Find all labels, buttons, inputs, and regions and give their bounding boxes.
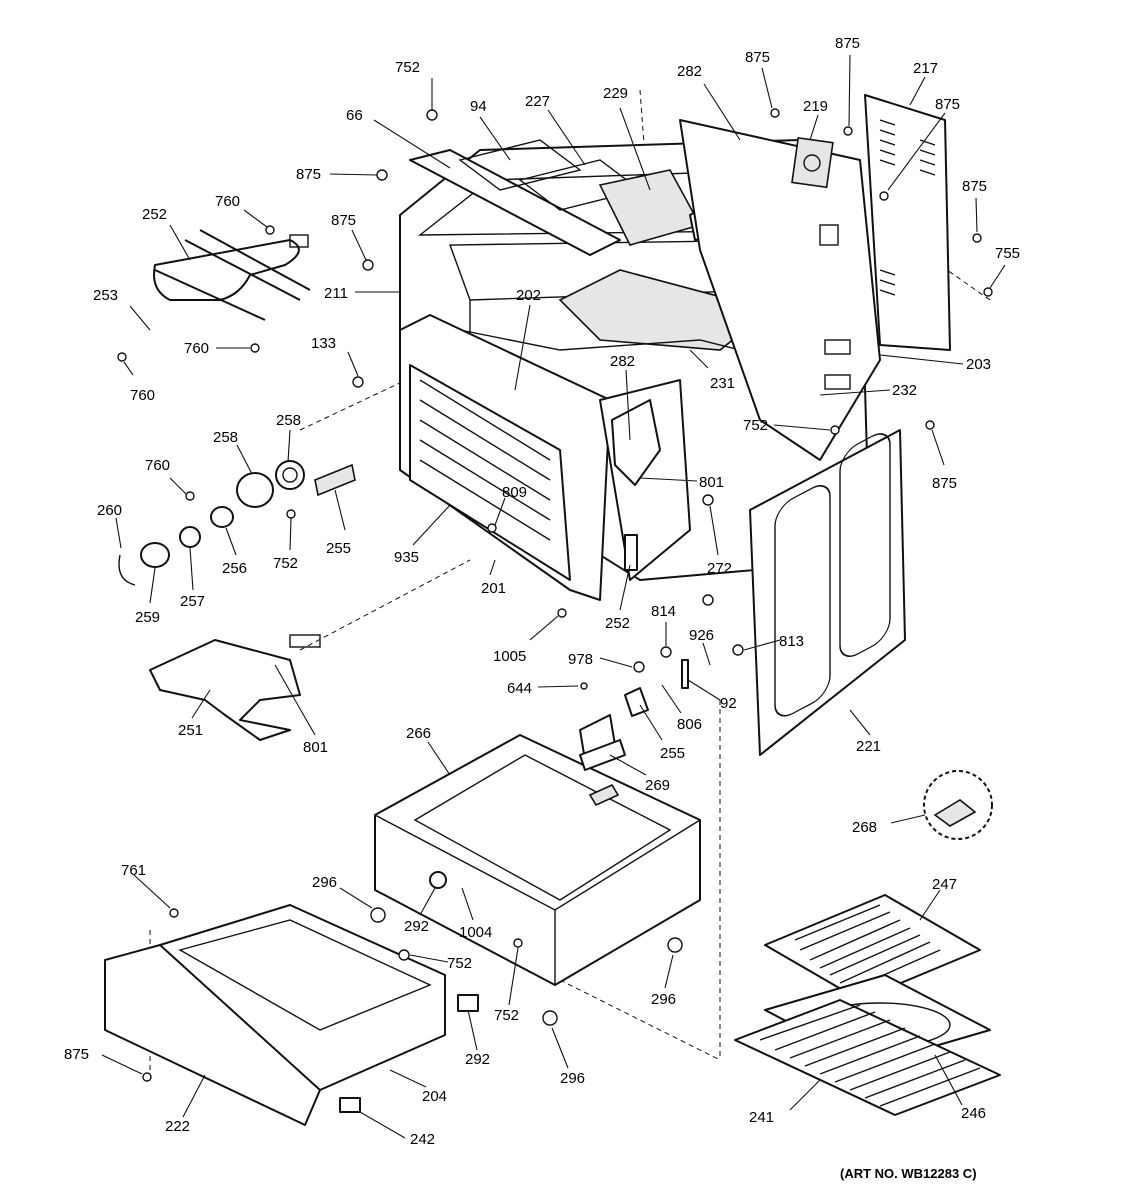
callout-801: 801 [303, 739, 328, 756]
callout-260: 260 [97, 502, 122, 519]
callout-296: 296 [651, 991, 676, 1008]
callout-760: 760 [130, 387, 155, 404]
callout-232: 232 [892, 382, 917, 399]
callout-256: 256 [222, 560, 247, 577]
callout-272: 272 [707, 560, 732, 577]
callout-252: 252 [605, 615, 630, 632]
back-panel [679, 119, 881, 461]
callout-227: 227 [525, 93, 550, 110]
callout-292: 292 [404, 918, 429, 935]
callout-752: 752 [494, 1007, 519, 1024]
callout-229: 229 [603, 85, 628, 102]
callout-813: 813 [779, 633, 804, 650]
callout-255: 255 [660, 745, 685, 762]
callout-292: 292 [465, 1051, 490, 1068]
callout-221: 221 [856, 738, 881, 755]
callout-202: 202 [516, 287, 541, 304]
callout-258: 258 [213, 429, 238, 446]
callout-247: 247 [932, 876, 957, 893]
callout-231: 231 [710, 375, 735, 392]
callout-259: 259 [135, 609, 160, 626]
callout-875: 875 [962, 178, 987, 195]
lamp-assembly [118, 460, 356, 586]
callout-241: 241 [749, 1109, 774, 1126]
oven-rack [734, 999, 1001, 1116]
callout-875: 875 [745, 49, 770, 66]
callout-761: 761 [121, 862, 146, 879]
callout-255: 255 [326, 540, 351, 557]
callout-251: 251 [178, 722, 203, 739]
callout-253: 253 [93, 287, 118, 304]
callout-252: 252 [142, 206, 167, 223]
callout-926: 926 [689, 627, 714, 644]
bake-element [149, 634, 321, 741]
callout-204: 204 [422, 1088, 447, 1105]
callout-266: 266 [406, 725, 431, 742]
small-parts [339, 399, 993, 1113]
callout-809: 809 [502, 484, 527, 501]
callout-760: 760 [184, 340, 209, 357]
callout-211: 211 [324, 285, 348, 302]
callout-217: 217 [913, 60, 938, 77]
callout-268: 268 [852, 819, 877, 836]
callout-875: 875 [932, 475, 957, 492]
rear-cover-panel [864, 94, 951, 351]
callout-219: 219 [803, 98, 828, 115]
callout-644: 644 [507, 680, 532, 697]
callout-92: 92 [720, 695, 737, 712]
leader-lines [101, 54, 1006, 1139]
callout-258: 258 [276, 412, 301, 429]
broil-element [153, 229, 311, 321]
callout-814: 814 [651, 603, 676, 620]
callout-1005: 1005 [493, 648, 526, 665]
callout-875: 875 [296, 166, 321, 183]
art-number: (ART NO. WB12283 C) [840, 1166, 977, 1181]
callout-760: 760 [215, 193, 240, 210]
callout-752: 752 [395, 59, 420, 76]
callout-801: 801 [699, 474, 724, 491]
callout-752: 752 [273, 555, 298, 572]
callout-201: 201 [481, 580, 506, 597]
callout-752: 752 [743, 417, 768, 434]
callout-222: 222 [165, 1118, 190, 1135]
callout-752: 752 [447, 955, 472, 972]
callout-282: 282 [610, 353, 635, 370]
callout-1004: 1004 [459, 924, 492, 941]
callout-94: 94 [470, 98, 487, 115]
callout-257: 257 [180, 593, 205, 610]
callout-269: 269 [645, 777, 670, 794]
callout-203: 203 [966, 356, 991, 373]
fastener-screws [117, 108, 993, 1082]
drawer-support-frame [374, 734, 701, 986]
callout-296: 296 [312, 874, 337, 891]
callout-806: 806 [677, 716, 702, 733]
callout-760: 760 [145, 457, 170, 474]
callout-133: 133 [311, 335, 336, 352]
callout-282: 282 [677, 63, 702, 80]
callout-978: 978 [568, 651, 593, 668]
oven-door [749, 429, 906, 756]
callout-875: 875 [331, 212, 356, 229]
callout-labels: 752 875 875 217 282 229 227 94 66 219 87… [64, 35, 1020, 1148]
callout-296: 296 [560, 1070, 585, 1087]
storage-drawer [104, 904, 446, 1126]
callout-755: 755 [995, 245, 1020, 262]
callout-246: 246 [961, 1105, 986, 1122]
callout-875: 875 [64, 1046, 89, 1063]
callout-875: 875 [835, 35, 860, 52]
callout-935: 935 [394, 549, 419, 566]
callout-875: 875 [935, 96, 960, 113]
callout-66: 66 [346, 107, 363, 124]
callout-242: 242 [410, 1131, 435, 1148]
